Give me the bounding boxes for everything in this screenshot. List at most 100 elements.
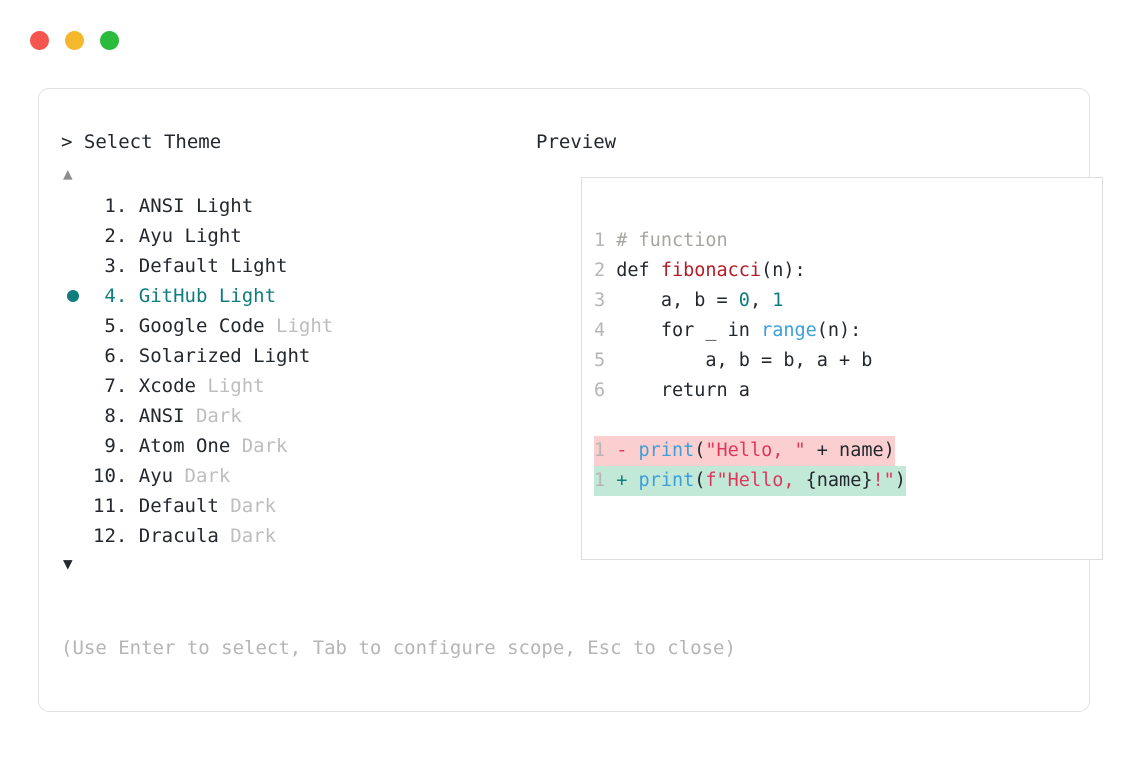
theme-item-variant: Dark xyxy=(230,525,277,547)
code-token: range xyxy=(761,320,817,341)
code-token: + name) xyxy=(805,440,895,461)
theme-item-name: Solarized xyxy=(127,345,254,367)
code-token: # function xyxy=(616,230,728,251)
theme-item-number: 6. xyxy=(104,345,128,367)
theme-item-name: Dracula xyxy=(127,525,231,547)
code-line: 3 a, b = 0, 1 xyxy=(594,286,1102,316)
code-gutter-space xyxy=(605,260,616,281)
keyboard-hint: (Use Enter to select, Tab to configure s… xyxy=(61,637,736,659)
theme-item-variant: Dark xyxy=(241,435,288,457)
theme-item-name: Default xyxy=(127,255,231,277)
code-gutter-space xyxy=(605,350,616,371)
theme-item-number: 9. xyxy=(104,435,128,457)
theme-item-name: GitHub xyxy=(127,285,219,307)
minimize-window-button[interactable] xyxy=(65,31,84,50)
theme-list-item[interactable]: 5. Google Code Light xyxy=(61,311,531,341)
maximize-window-button[interactable] xyxy=(100,31,119,50)
theme-item-number: 4. xyxy=(104,285,128,307)
diff-line-number: 1 xyxy=(594,470,606,491)
theme-item-variant: Dark xyxy=(184,465,231,487)
code-token: return a xyxy=(616,380,750,401)
diff-line-add: 1 + print(f"Hello, {name}!") xyxy=(594,466,906,496)
theme-item-number: 3. xyxy=(104,255,128,277)
theme-item-variant: Light xyxy=(207,375,265,397)
code-gutter-space xyxy=(605,380,616,401)
theme-item-number: 5. xyxy=(104,315,128,337)
theme-item-name: Atom One xyxy=(127,435,242,457)
theme-item-number: 7. xyxy=(104,375,128,397)
window-controls xyxy=(30,31,119,50)
code-line: 5 a, b = b, a + b xyxy=(594,346,1102,376)
code-token: {name} xyxy=(805,470,873,491)
theme-item-number: 12. xyxy=(93,525,128,547)
theme-list-item[interactable]: 3. Default Light xyxy=(61,251,531,281)
theme-list-item[interactable]: 10. Ayu Dark xyxy=(61,461,531,491)
code-token: print xyxy=(638,440,695,461)
theme-item-number: 8. xyxy=(104,405,128,427)
code-line: 6 return a xyxy=(594,376,1102,406)
code-blank-line xyxy=(594,406,1102,436)
code-token: a, b = xyxy=(616,290,739,311)
code-token: f"Hello, xyxy=(705,470,806,491)
scroll-up-arrow-icon[interactable]: ▲ xyxy=(63,164,73,183)
code-line-number: 5 xyxy=(594,350,606,371)
close-window-button[interactable] xyxy=(30,31,49,50)
theme-item-variant: Light xyxy=(276,315,334,337)
theme-item-name: Ayu xyxy=(127,225,185,247)
theme-item-variant: Light xyxy=(195,195,254,217)
code-token: fibonacci xyxy=(660,260,762,281)
theme-item-name: Google Code xyxy=(127,315,277,337)
theme-list-item[interactable]: 2. Ayu Light xyxy=(61,221,531,251)
code-token: ( xyxy=(694,440,706,461)
diff-sign: + xyxy=(605,470,639,491)
code-token: "Hello, " xyxy=(705,440,806,461)
theme-item-name: Xcode xyxy=(127,375,208,397)
code-line: 4 for _ in range(n): xyxy=(594,316,1102,346)
theme-item-number: 11. xyxy=(93,495,128,517)
code-line: 2 def fibonacci(n): xyxy=(594,256,1102,286)
code-line-number: 1 xyxy=(594,230,606,251)
diff-line-number: 1 xyxy=(594,440,606,461)
selected-bullet-icon xyxy=(67,290,79,302)
code-line-number: 6 xyxy=(594,380,606,401)
code-token: a, b = b, a + b xyxy=(616,350,873,371)
theme-item-variant: Light xyxy=(230,255,288,277)
theme-item-number: 2. xyxy=(104,225,128,247)
theme-list-item[interactable]: 9. Atom One Dark xyxy=(61,431,531,461)
code-token: print xyxy=(638,470,695,491)
theme-item-variant: Light xyxy=(218,285,277,307)
theme-list-item[interactable]: 4. GitHub Light xyxy=(61,281,531,311)
code-token: (n): xyxy=(761,260,806,281)
theme-list-item[interactable]: 6. Solarized Light xyxy=(61,341,531,371)
code-token: (n): xyxy=(816,320,862,341)
code-token: ( xyxy=(694,470,706,491)
code-gutter-space xyxy=(605,320,616,341)
scroll-down-arrow-icon[interactable]: ▼ xyxy=(63,554,73,573)
code-line-number: 3 xyxy=(594,290,606,311)
theme-list-item[interactable]: 12. Dracula Dark xyxy=(61,521,531,551)
theme-item-name: Ayu xyxy=(127,465,185,487)
code-token: def xyxy=(616,260,661,281)
diff-line-del: 1 - print("Hello, " + name) xyxy=(594,436,895,466)
code-gutter-space xyxy=(605,230,616,251)
theme-item-number: 1. xyxy=(104,195,128,217)
theme-list-item[interactable]: 11. Default Dark xyxy=(61,491,531,521)
theme-item-variant: Light xyxy=(184,225,242,247)
diff-sign: - xyxy=(605,440,639,461)
theme-item-variant: Dark xyxy=(230,495,277,517)
theme-item-variant: Dark xyxy=(195,405,242,427)
theme-list-item[interactable]: 1. ANSI Light xyxy=(61,191,531,221)
code-token: for _ in xyxy=(616,320,762,341)
code-token: 1 xyxy=(772,290,784,311)
code-line: 1 # function xyxy=(594,226,1102,256)
theme-list-item[interactable]: 7. Xcode Light xyxy=(61,371,531,401)
code-token: !" xyxy=(872,470,895,491)
panel-title-select-theme: > Select Theme xyxy=(61,131,222,153)
theme-list-item[interactable]: 8. ANSI Dark xyxy=(61,401,531,431)
code-token: , xyxy=(749,290,773,311)
theme-item-variant: Light xyxy=(253,345,311,367)
